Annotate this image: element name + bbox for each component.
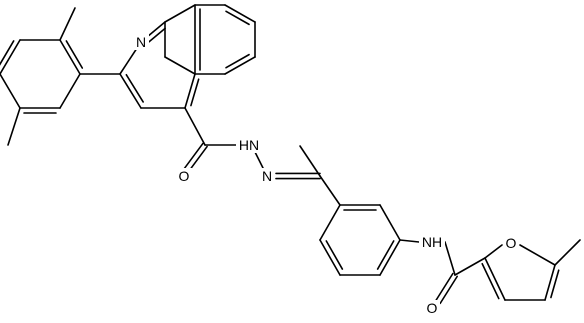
double-bond-inner (325, 240, 344, 270)
double-bond-inner (225, 10, 250, 26)
double-bond (182, 142, 204, 172)
hydrazide-nh-label: HN (239, 137, 259, 153)
double-bond-inner (65, 40, 84, 69)
single-bond (484, 244, 503, 259)
single-bond (164, 4, 196, 23)
double-bond (224, 4, 256, 23)
double-bond (0, 39, 21, 75)
double-bond-inner (0, 40, 15, 66)
single-bond (319, 175, 341, 206)
double-bond (484, 257, 506, 301)
double-bond-inner (146, 27, 166, 45)
double-bond (119, 73, 142, 109)
double-bond (184, 73, 196, 109)
double-bond (224, 56, 256, 75)
single-bond (299, 145, 321, 177)
single-bond (184, 107, 206, 146)
single-bond (254, 151, 264, 169)
double-bond-inner (550, 269, 560, 299)
single-bond (454, 257, 486, 276)
single-bond (519, 244, 556, 266)
double-bond-inner (376, 240, 395, 270)
single-bond (0, 73, 21, 109)
bond-layer (0, 4, 581, 305)
single-bond (319, 204, 341, 241)
single-bond (399, 239, 420, 243)
single-bond (554, 239, 581, 266)
double-bond (59, 39, 81, 75)
single-bond (379, 204, 401, 241)
atom-label-layer: N HN N NH O O O (133, 34, 519, 316)
double-bond-inner (190, 78, 200, 107)
double-bond (544, 264, 556, 301)
double-bond (319, 239, 341, 276)
single-bond (59, 73, 81, 109)
single-bond (444, 241, 456, 276)
amide-oxygen-label: O (427, 300, 438, 316)
single-bond (164, 56, 196, 75)
amide-nh-label: NH (422, 234, 442, 250)
single-bond (59, 7, 76, 41)
furan-oxygen-label: O (506, 235, 517, 251)
double-bond-inner (225, 53, 250, 69)
double-bond (379, 239, 401, 276)
double-bond-inner (439, 275, 459, 305)
double-bond-inner (481, 262, 500, 300)
double-bond (434, 272, 454, 302)
hydrazide-oxygen-label: O (179, 168, 190, 184)
double-bond-inner (125, 73, 144, 103)
hydrazone-nitrogen-label: N (262, 168, 272, 184)
quinoline-nitrogen-label: N (136, 34, 146, 50)
single-bond (7, 107, 21, 146)
